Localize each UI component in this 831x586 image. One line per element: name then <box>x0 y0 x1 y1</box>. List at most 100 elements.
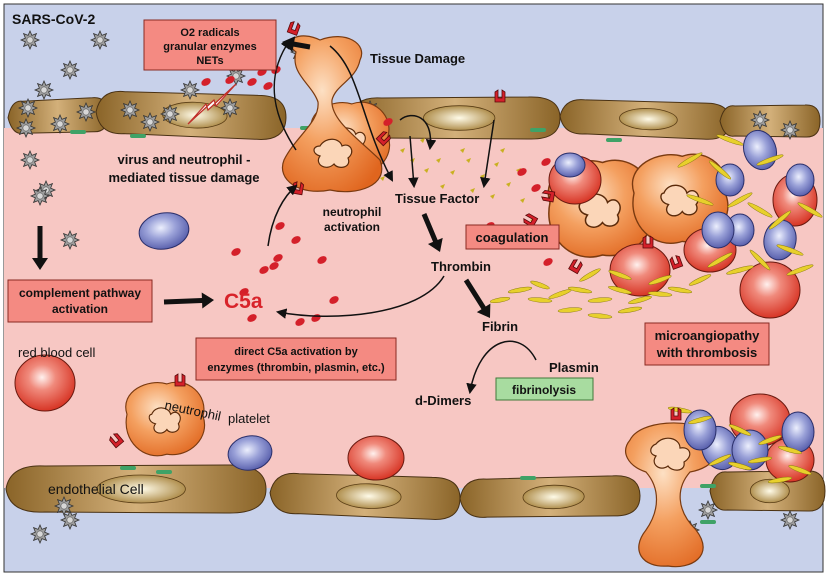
fibrin-strand <box>747 202 773 218</box>
arrow-plasmin-to-ddimers <box>466 340 537 395</box>
fibrin-strand <box>628 295 652 305</box>
tissue-factor-particle <box>494 162 499 167</box>
fibrin-strand <box>778 445 802 455</box>
fibrin-strand <box>708 160 732 180</box>
virus-particle <box>19 149 41 171</box>
virus-particle <box>89 29 111 51</box>
platelet-cell <box>701 211 735 249</box>
fibrin-strand <box>489 296 511 304</box>
red-blood-cell <box>347 435 405 481</box>
granule <box>295 318 305 326</box>
granule <box>273 254 283 262</box>
tissue-factor-particle <box>506 182 511 187</box>
complement-receptor <box>523 213 539 228</box>
granule <box>225 76 235 84</box>
fibrin-strand <box>677 152 703 168</box>
endothelial-cell <box>719 104 821 138</box>
granule <box>239 288 249 296</box>
arrow-to-radicals <box>273 38 297 151</box>
neutrophil-activation-line-2: activation <box>324 220 380 234</box>
fibrin-strand <box>587 297 613 303</box>
cell-junction <box>530 128 546 132</box>
arrow-damage-to-tf-2 <box>480 119 495 189</box>
virus-particle <box>29 523 51 545</box>
virus-neutrophil-line-2: mediated tissue damage <box>109 170 260 185</box>
microangiopathy-line-1: microangiopathy <box>655 328 761 343</box>
endothelial-cell <box>459 475 641 518</box>
cell-layer <box>14 21 823 568</box>
tissue-factor-particle <box>490 194 495 199</box>
tissue-factor-particle <box>480 174 485 179</box>
virus-particle <box>139 111 161 133</box>
neutrophil-activation-line-1: neutrophil <box>323 205 382 219</box>
arrow-to-o2-box <box>282 36 311 52</box>
fibrin-strand <box>786 264 814 276</box>
virus-particle <box>59 59 81 81</box>
granule <box>541 158 551 166</box>
fibrin-strand <box>530 280 550 290</box>
nucleus <box>96 474 186 504</box>
nucleus <box>522 484 585 510</box>
tissue-factor-particle <box>460 148 465 153</box>
fibrin-strand <box>647 291 673 297</box>
virus-particle <box>19 29 41 51</box>
fibrin-strand <box>768 210 792 230</box>
d-dimers-label: d-Dimers <box>415 393 471 408</box>
o2-radicals-line-1: O2 radicals <box>180 27 239 39</box>
complement-line-1: complement pathway <box>19 286 141 300</box>
virus-particle <box>749 109 771 131</box>
fibrinolysis-box: fibrinolysis <box>495 377 594 401</box>
o2-radicals-box: O2 radicals granular enzymes NETs <box>143 19 277 71</box>
granule <box>291 236 301 244</box>
fibrin-strand <box>749 249 771 271</box>
tissue-factor-label: Tissue Factor <box>395 191 479 206</box>
virus-particle <box>53 495 75 517</box>
thrombin-label: Thrombin <box>431 259 491 274</box>
platelet-cell <box>785 163 815 197</box>
complement-receptor <box>669 255 684 270</box>
direct-c5a-line-1: direct C5a activation by <box>234 346 358 358</box>
fibrin-strand <box>728 424 752 436</box>
arrow-damage-to-tf-3 <box>408 135 419 189</box>
o2-radicals-line-2: granular enzymes <box>163 41 257 53</box>
fibrinolysis-label: fibrinolysis <box>512 383 576 397</box>
arrow-damage-to-tf <box>399 114 437 151</box>
c5a-label: C5a <box>224 290 263 313</box>
direct-c5a-box: direct C5a activation by enzymes (thromb… <box>195 337 397 381</box>
fibrin-strand <box>688 415 712 425</box>
virus-particle <box>697 499 719 521</box>
endothelial-cell <box>709 470 826 512</box>
fibrin-strand <box>567 286 593 294</box>
virus-particle <box>779 119 801 141</box>
granule <box>517 168 527 176</box>
platelet-label: platelet <box>228 411 270 426</box>
fibrin-strand <box>557 307 583 313</box>
fibrin-strand <box>726 265 754 275</box>
virus-particle <box>29 185 51 207</box>
granule <box>247 314 257 322</box>
complement-receptor <box>109 433 125 449</box>
arrow-c5a-to-neutrophil <box>267 184 298 247</box>
granule <box>247 78 257 86</box>
granule <box>275 222 285 230</box>
tissue-factor-particle <box>424 168 429 173</box>
virus-particle <box>119 99 141 121</box>
virus-particle <box>15 117 37 139</box>
fibrin-strand <box>788 465 812 475</box>
fibrin-strand <box>728 461 752 471</box>
fibrin-strand <box>716 134 744 146</box>
endothelial-cell <box>269 472 461 520</box>
virus-particle <box>59 509 81 531</box>
tissue-factor-particle <box>520 198 525 203</box>
granule <box>269 262 279 270</box>
tissue-factor-particle <box>466 158 471 163</box>
o2-radicals-line-3: NETs <box>196 55 223 67</box>
complement-receptor <box>541 189 556 203</box>
nucleus <box>619 108 678 131</box>
fibrin-strand <box>767 476 793 484</box>
granule <box>259 266 269 274</box>
platelet-cell <box>227 435 273 471</box>
microangiopathy-box: microangiopathy with thrombosis <box>644 322 770 366</box>
virus-particle <box>219 97 241 119</box>
complement-receptor <box>568 259 583 275</box>
